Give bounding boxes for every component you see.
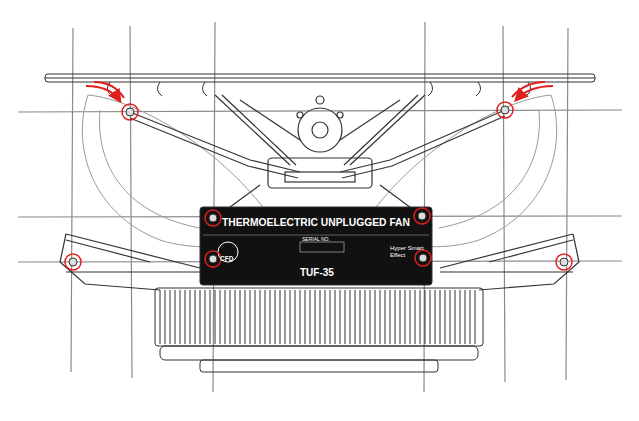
logo-ring (218, 242, 238, 262)
plate-text: CFD (220, 255, 233, 262)
plate-text: Hyper Smart Effect (390, 245, 424, 258)
label-plate (200, 207, 432, 285)
screws (65, 102, 572, 270)
grid-lines (18, 22, 622, 392)
plate-text: SERIAL NO. (302, 237, 330, 243)
label-plate: THERMOELECTRIC UNPLUGGED FAN CFD SERIAL NO… (200, 207, 432, 285)
housing-outline (82, 95, 556, 247)
plate-title: THERMOELECTRIC UNPLUGGED FAN (222, 217, 410, 228)
heat-sink (155, 288, 483, 372)
red-arrows (86, 82, 553, 101)
support-arms (130, 95, 505, 218)
plate-text: TUF-35 (300, 267, 334, 278)
plate-band (203, 235, 429, 236)
serial-box (300, 242, 344, 252)
top-bar (45, 74, 595, 96)
